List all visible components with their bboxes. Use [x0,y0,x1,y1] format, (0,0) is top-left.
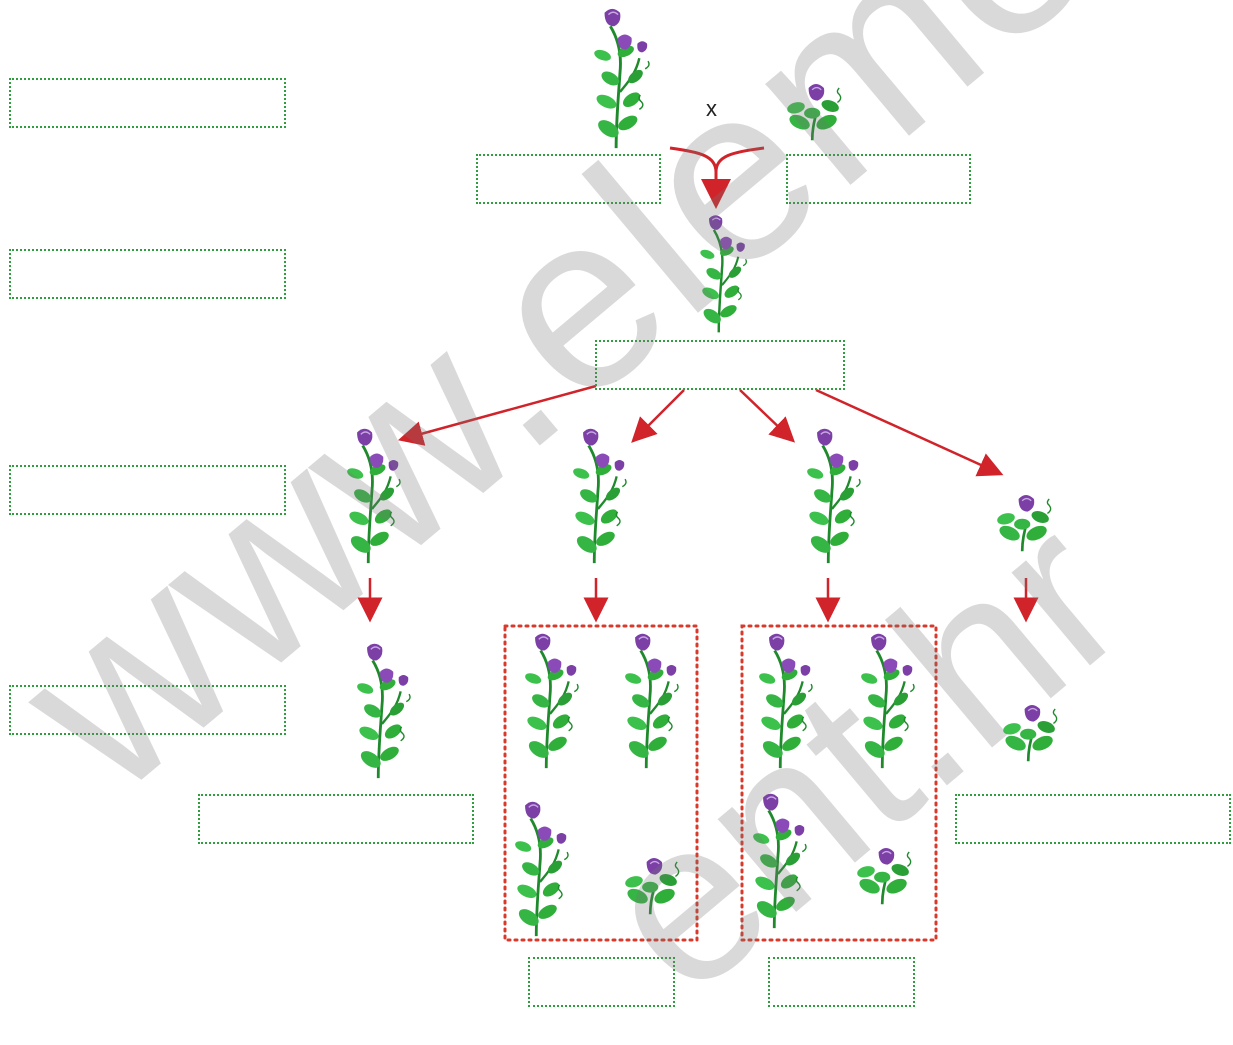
short-pea-plant-icon [994,493,1053,553]
tall-pea-plant-icon [354,642,412,780]
diagram-canvas [344,7,1059,942]
f1-to-f2-arrow-2 [631,389,685,443]
f3-pure-short-label-box[interactable] [955,794,1231,844]
f1-to-f2-arrow-1 [397,384,597,446]
tall-pea-plant-icon [750,792,808,930]
tall-pea-plant-icon [622,632,680,770]
tall-pea-plant-icon [522,632,580,770]
offspring-group-frame-2 [740,624,938,942]
tall-pea-plant-icon [804,427,862,565]
generation-label-box-f3[interactable] [9,685,286,735]
generation-label-box-p[interactable] [9,78,286,128]
short-pea-plant-icon [784,82,843,142]
offspring-group-frame-1 [503,624,699,942]
f1-label-box[interactable] [595,340,845,390]
cross-symbol: x [706,96,717,121]
short-pea-plant-icon [622,856,681,916]
tall-pea-plant-icon [858,632,916,770]
generation-label-box-f1[interactable] [9,249,286,299]
tall-pea-plant-icon [512,800,570,938]
parent-tall-label-box[interactable] [476,154,661,204]
f3-group-2-label-box[interactable] [768,957,915,1007]
tall-pea-plant-icon [570,427,628,565]
tall-pea-plant-icon [344,427,402,565]
tall-pea-plant-icon [756,632,814,770]
f3-pure-tall-label-box[interactable] [198,794,474,844]
tall-pea-plant-icon [697,213,748,334]
tall-pea-plant-icon [591,7,651,150]
short-pea-plant-icon [854,846,913,906]
f3-group-1-label-box[interactable] [528,957,675,1007]
f1-to-f2-arrow-4 [815,388,1004,477]
short-pea-plant-icon [1000,703,1059,763]
parent-short-label-box[interactable] [786,154,971,204]
generation-label-box-f2[interactable] [9,465,286,515]
f1-to-f2-arrow-3 [739,389,796,443]
